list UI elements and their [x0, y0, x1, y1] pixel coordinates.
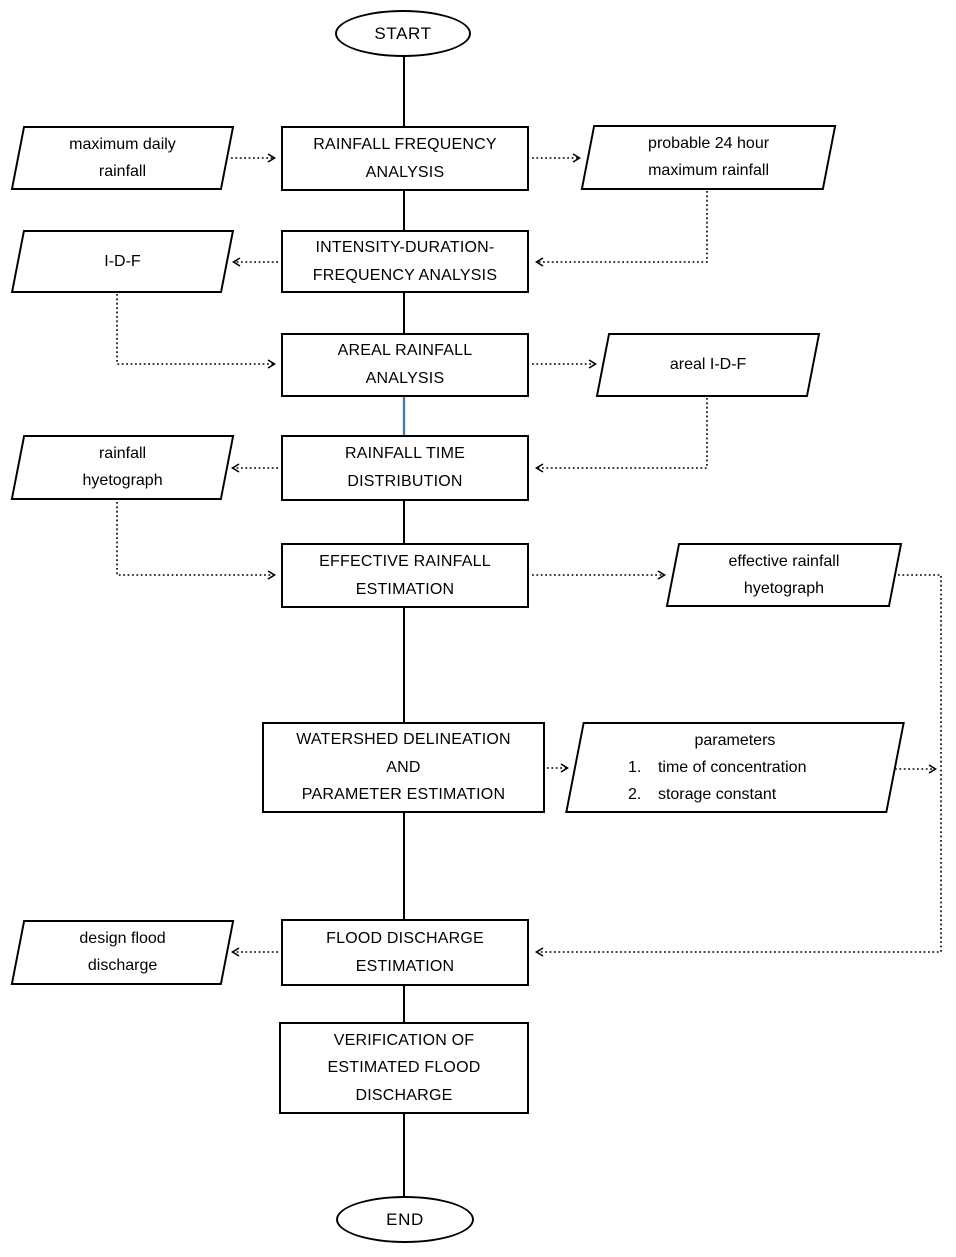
connector-hyetograph-to-effective [116, 502, 277, 580]
process-label-line: ESTIMATION [355, 580, 455, 598]
process-label-line: RAINFALL FREQUENCY [313, 135, 497, 153]
io-probable-24-hour-maximum-rainfall: probable 24 hour maximum rainfall [580, 125, 837, 190]
connector-probable-to-idf-analysis [534, 191, 708, 267]
process-label-line: EFFECTIVE RAINFALL [319, 552, 491, 570]
io-design-flood-discharge: design flood discharge [10, 920, 235, 985]
io-label: probable 24 hour maximum rainfall [648, 135, 769, 180]
io-rainfall-hyetograph: rainfall hyetograph [10, 435, 235, 500]
process-areal-rainfall-analysis: AREAL RAINFALL ANALYSIS [281, 333, 529, 397]
io-idf: I-D-F [10, 230, 235, 293]
parameters-heading: parameters [694, 731, 776, 749]
io-maximum-daily-rainfall: maximum daily rainfall [10, 126, 235, 190]
process-label-line: WATERSHED DELINEATION [296, 731, 511, 749]
process-label-line: FREQUENCY ANALYSIS [312, 266, 498, 284]
connector-effective-hyetograph-to-flood [534, 574, 942, 957]
process-label-line: INTENSITY-DURATION- [315, 238, 495, 256]
io-parameters: parameters 1. time of concentration 2. s… [565, 722, 905, 813]
terminal-end: END [336, 1196, 474, 1243]
connector-idf-to-areal [116, 294, 277, 369]
io-label: rainfall hyetograph [82, 445, 163, 490]
process-label-line: ANALYSIS [365, 370, 445, 387]
process-verification: VERIFICATION OF ESTIMATED FLOOD DISCHARG… [279, 1022, 529, 1114]
process-effective-rainfall-estimation: EFFECTIVE RAINFALL ESTIMATION [281, 543, 529, 608]
process-rainfall-frequency-analysis: RAINFALL FREQUENCY ANALYSIS [281, 126, 529, 191]
io-parameters-content: parameters 1. time of concentration 2. s… [576, 727, 894, 809]
process-label-line: PARAMETER ESTIMATION [301, 786, 506, 804]
process-label-line: ANALYSIS [365, 163, 445, 181]
parameters-item: 1. time of concentration [628, 758, 807, 776]
process-label-line: RAINFALL TIME [345, 445, 465, 463]
terminal-start-label: START [374, 23, 432, 43]
process-rainfall-time-distribution: RAINFALL TIME DISTRIBUTION [281, 435, 529, 501]
io-label: design flood discharge [79, 930, 166, 975]
process-label-line: FLOOD DISCHARGE [326, 929, 484, 947]
process-label-line: DISTRIBUTION [347, 473, 463, 490]
process-label-line: ESTIMATED FLOOD [327, 1059, 481, 1077]
connector-areal-idf-to-time-distribution [534, 398, 708, 473]
io-label: maximum daily rainfall [69, 135, 176, 180]
io-label: effective rainfall hyetograph [728, 552, 840, 597]
io-label: areal I-D-F [669, 356, 747, 374]
io-label: I-D-F [104, 252, 141, 270]
process-watershed-delineation: WATERSHED DELINEATION AND PARAMETER ESTI… [262, 722, 545, 813]
parameters-item: 2. storage constant [628, 786, 777, 804]
process-label-line: ESTIMATION [355, 957, 455, 975]
process-flood-discharge-estimation: FLOOD DISCHARGE ESTIMATION [281, 919, 529, 986]
io-areal-idf: areal I-D-F [595, 333, 821, 397]
process-label-line: VERIFICATION OF [333, 1031, 475, 1049]
terminal-end-label: END [386, 1209, 424, 1229]
process-label-line: AND [386, 758, 421, 776]
process-intensity-duration-frequency-analysis: INTENSITY-DURATION- FREQUENCY ANALYSIS [281, 230, 529, 293]
io-effective-rainfall-hyetograph: effective rainfall hyetograph [665, 543, 903, 607]
process-label-line: AREAL RAINFALL [337, 342, 473, 360]
process-label-line: DISCHARGE [355, 1086, 453, 1104]
terminal-start: START [335, 10, 471, 57]
